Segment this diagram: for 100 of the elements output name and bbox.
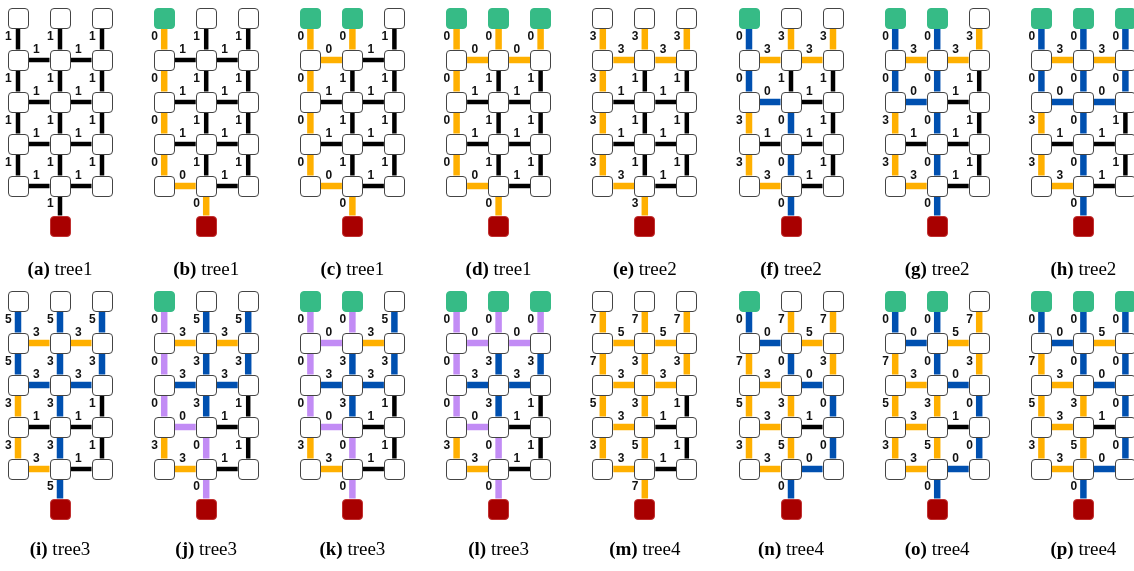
edge-label: 3	[882, 114, 889, 126]
edge-label: 0	[924, 355, 931, 367]
grid-node	[634, 133, 656, 155]
edge-label: 1	[381, 30, 389, 42]
sink-node	[341, 498, 363, 520]
connector	[1093, 98, 1115, 106]
connector	[1080, 437, 1087, 459]
grid-node	[237, 91, 259, 113]
edge-label: 0	[179, 410, 186, 422]
caption: (c) tree1	[320, 258, 385, 280]
edge-label: 1	[221, 169, 228, 181]
edge-label: 0	[339, 313, 347, 325]
grid-node	[780, 416, 802, 438]
connector	[245, 154, 251, 176]
connector	[787, 437, 795, 459]
connector	[174, 339, 196, 347]
edge-label: 1	[764, 127, 771, 139]
edge-label: 1	[325, 85, 333, 97]
grid-node	[446, 133, 468, 155]
edge-label: 3	[527, 355, 535, 367]
connector	[787, 112, 795, 134]
connector	[599, 437, 607, 459]
source-node	[7, 7, 29, 29]
connector	[759, 423, 781, 431]
connector	[349, 437, 356, 459]
grid-node	[195, 133, 217, 155]
edge-label: 5	[617, 326, 625, 338]
edge-label: 3	[736, 156, 743, 168]
edge-label: 3	[151, 439, 158, 451]
edge-label: 1	[513, 127, 521, 139]
connector	[537, 28, 544, 50]
connector	[642, 112, 648, 134]
edge-label: 1	[33, 127, 40, 139]
grid-node	[446, 458, 468, 480]
connector	[496, 154, 501, 176]
edge-label: 1	[381, 114, 389, 126]
source-node	[738, 7, 760, 29]
connector	[174, 57, 196, 63]
connector	[1093, 141, 1115, 147]
source-node	[530, 290, 552, 312]
connector	[1093, 465, 1115, 473]
connector	[538, 154, 543, 176]
edge-label: 3	[617, 169, 625, 181]
connector	[202, 311, 210, 333]
edge-label: 3	[179, 326, 186, 338]
edge-label: 0	[1112, 439, 1120, 451]
edge-label: 5	[235, 313, 242, 325]
connector	[1038, 395, 1045, 417]
connector	[655, 466, 677, 472]
grid-node	[341, 91, 363, 113]
grid-node	[592, 458, 614, 480]
connector	[641, 395, 649, 417]
connector	[70, 99, 92, 105]
edge-label: 1	[47, 30, 54, 42]
grid-node	[49, 91, 71, 113]
edge-label: 0	[1070, 114, 1078, 126]
edge-label: 1	[75, 452, 82, 464]
connector	[787, 28, 795, 50]
edge-label: 0	[527, 313, 535, 325]
source-node	[968, 7, 990, 29]
grid-node	[153, 416, 175, 438]
caption: (p) tree4	[1050, 538, 1117, 560]
edge-label: 0	[527, 30, 535, 42]
edge-label: 1	[367, 452, 375, 464]
edge-label: 0	[1098, 452, 1106, 464]
edge-label: 1	[75, 43, 82, 55]
connector	[976, 112, 982, 134]
connector	[160, 70, 168, 92]
connector	[538, 437, 543, 459]
edge-label: 3	[1028, 156, 1036, 168]
edge-label: 1	[673, 72, 681, 84]
edge-label: 1	[952, 85, 959, 97]
connector	[362, 141, 384, 147]
connector	[160, 28, 168, 50]
edge-label: 1	[631, 72, 639, 84]
grid-node	[634, 416, 656, 438]
connector	[453, 395, 460, 417]
source-node	[822, 290, 844, 312]
connector	[641, 311, 649, 333]
grid-node	[195, 49, 217, 71]
grid-node	[780, 49, 802, 71]
connector	[70, 339, 92, 347]
edge-label: 5	[659, 326, 667, 338]
grid-node	[7, 49, 29, 71]
edge-label: 3	[443, 439, 451, 451]
connector	[216, 183, 238, 189]
connector	[1093, 339, 1115, 347]
connector	[787, 196, 795, 216]
grid-node	[49, 133, 71, 155]
edge-label: 1	[471, 85, 479, 97]
connector	[801, 381, 823, 389]
edge-label: 0	[325, 169, 333, 181]
grid-node	[49, 416, 71, 438]
connector	[1051, 98, 1073, 106]
grid-node	[341, 416, 363, 438]
connector	[759, 56, 781, 64]
connector	[245, 28, 251, 50]
edge-label: 3	[589, 439, 597, 451]
connector	[830, 70, 836, 92]
edge-label: 1	[778, 72, 785, 84]
